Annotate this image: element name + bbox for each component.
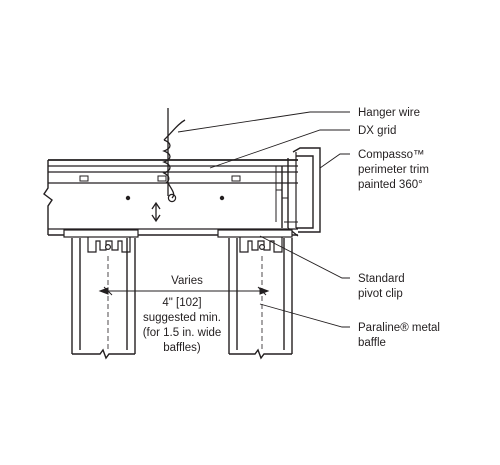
dimension-label: Varies [171, 275, 203, 287]
leader-lines [177, 111, 350, 328]
dimension-line [98, 286, 270, 296]
hanger-wire [162, 108, 186, 199]
label-baffle-2: baffle [358, 337, 386, 349]
pivot-clip-right [217, 229, 293, 253]
label-compasso-3: painted 360° [358, 179, 423, 191]
dimension-note-3: (for 1.5 in. wide [143, 327, 222, 339]
dimension-note-4: baffles) [163, 342, 201, 354]
label-compasso-2: perimeter trim [358, 164, 429, 176]
label-dx-grid: DX grid [358, 125, 396, 137]
label-hanger-wire: Hanger wire [358, 107, 420, 119]
dimension-note-2: suggested min. [143, 312, 221, 324]
baffle-right [228, 238, 293, 360]
label-pivot-clip-1: Standard [358, 273, 405, 285]
compasso-perimeter-trim [275, 147, 321, 237]
dx-grid [43, 159, 298, 236]
label-pivot-clip-2: pivot clip [358, 288, 403, 300]
label-compasso-1: Compasso™ [358, 149, 424, 161]
label-baffle-1: Paraline® metal [358, 322, 440, 334]
dimension-note-1: 4" [102] [162, 297, 201, 309]
pivot-clip-left [63, 229, 139, 253]
baffle-left [71, 238, 136, 360]
